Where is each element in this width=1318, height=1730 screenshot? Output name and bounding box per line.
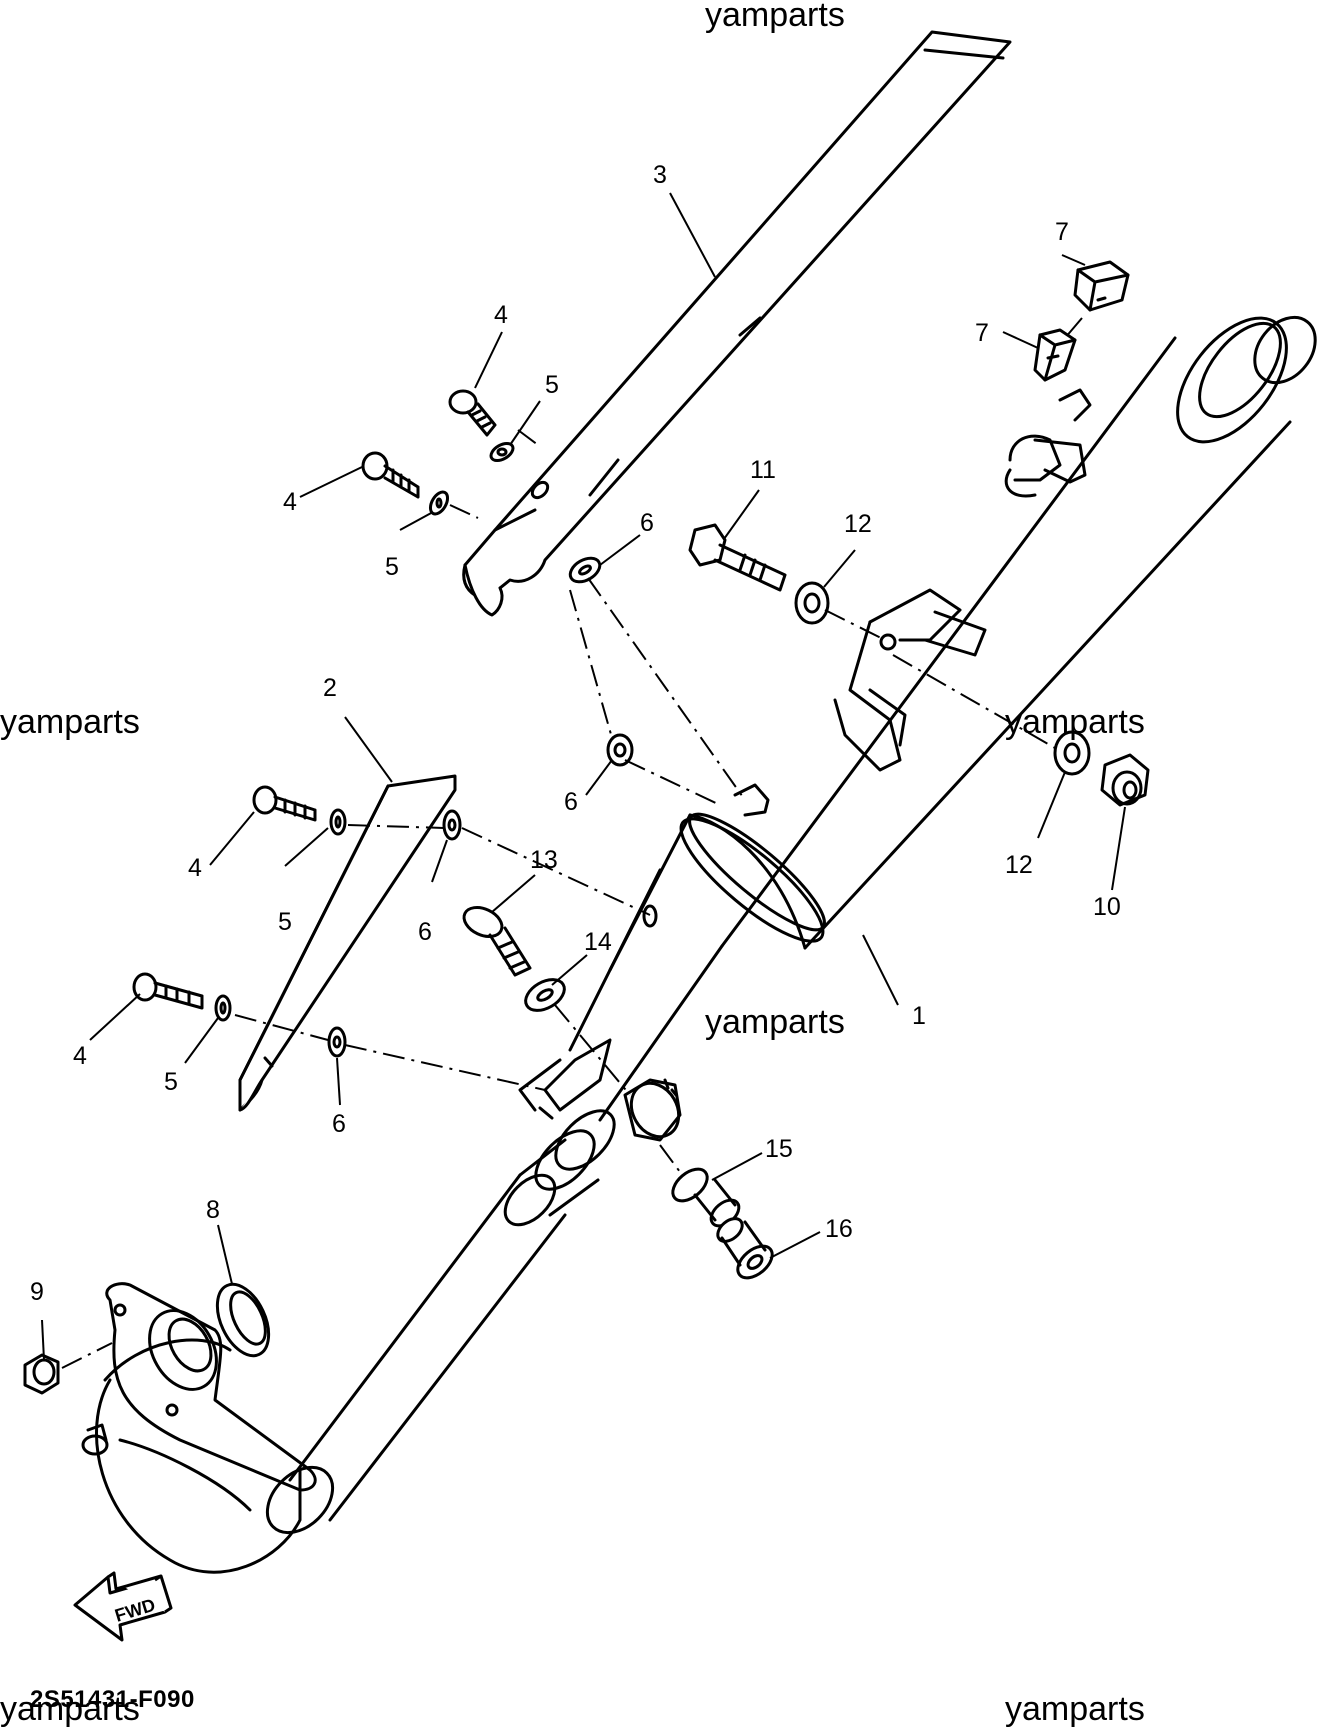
washer-5c — [329, 808, 347, 836]
callout-1: 1 — [912, 1002, 926, 1030]
callout-14: 14 — [584, 928, 612, 956]
clip-7a — [1073, 260, 1130, 312]
callout-13: 13 — [530, 846, 558, 874]
callout-7a: 7 — [1055, 218, 1069, 246]
washer-5d — [214, 994, 232, 1022]
washer-5a — [489, 441, 515, 463]
diagram-code: 2S51431-F090 — [30, 1686, 195, 1713]
bolt-4c — [252, 785, 317, 822]
callout-11: 11 — [750, 456, 776, 484]
bolt-4a — [448, 389, 497, 437]
callout-labels: 1 2 3 4 4 4 4 5 5 5 5 6 6 6 6 7 7 8 9 10… — [30, 161, 1121, 1306]
watermark-mid-left: yamparts — [0, 703, 140, 741]
assembly-center-lines — [61, 317, 1083, 1369]
watermark-center: yamparts — [705, 1003, 845, 1041]
callout-6b: 6 — [564, 788, 578, 816]
bolt-11 — [688, 523, 787, 592]
callout-5d: 5 — [164, 1068, 178, 1096]
callout-7b: 7 — [975, 319, 989, 347]
bolt-4d — [132, 972, 204, 1010]
washer-6b — [606, 733, 634, 767]
fwd-arrow-icon: FWD — [73, 1571, 173, 1642]
watermark-top: yamparts — [705, 0, 845, 34]
callout-12b: 12 — [1005, 851, 1033, 879]
callout-5b: 5 — [385, 553, 399, 581]
washer-6c — [442, 809, 462, 841]
washer-6d — [327, 1026, 347, 1058]
callout-9: 9 — [30, 1278, 44, 1306]
callout-4d: 4 — [73, 1042, 87, 1070]
lower-heat-protector — [238, 774, 457, 1112]
bolt-4b — [361, 451, 420, 499]
callout-6a: 6 — [640, 509, 654, 537]
callout-6c: 6 — [418, 918, 432, 946]
callout-4a: 4 — [494, 301, 508, 329]
callout-5a: 5 — [545, 371, 559, 399]
upper-heat-protector — [462, 30, 1012, 617]
callout-10: 10 — [1093, 893, 1121, 921]
washer-14 — [524, 978, 566, 1012]
nut-9 — [23, 1353, 60, 1395]
bolt-13 — [462, 905, 532, 977]
callout-12a: 12 — [844, 510, 872, 538]
callout-6d: 6 — [332, 1110, 346, 1138]
washer-6a — [568, 556, 602, 584]
callout-15: 15 — [765, 1135, 793, 1163]
watermark-bottom-right: yamparts — [1005, 1690, 1145, 1728]
callout-4c: 4 — [188, 854, 202, 882]
washer-5b — [428, 490, 450, 516]
clip-7b — [1033, 328, 1077, 382]
callout-8: 8 — [206, 1196, 220, 1224]
washer-12b — [1053, 730, 1091, 776]
collar-16 — [716, 1217, 774, 1280]
muffler-assembly — [81, 315, 1317, 1574]
nut-10 — [1100, 753, 1150, 807]
watermark-bottom-left: yamparts — [0, 1690, 140, 1728]
callout-4b: 4 — [283, 488, 297, 516]
callout-16: 16 — [825, 1215, 853, 1243]
collar-15 — [671, 1167, 741, 1228]
gasket-8 — [215, 1282, 271, 1358]
leader-lines — [41, 192, 1126, 1361]
callout-3: 3 — [653, 161, 667, 189]
callout-5c: 5 — [278, 908, 292, 936]
watermark-mid-right: yamparts — [1005, 703, 1145, 741]
washer-12a — [794, 581, 830, 625]
callout-2: 2 — [323, 674, 337, 702]
